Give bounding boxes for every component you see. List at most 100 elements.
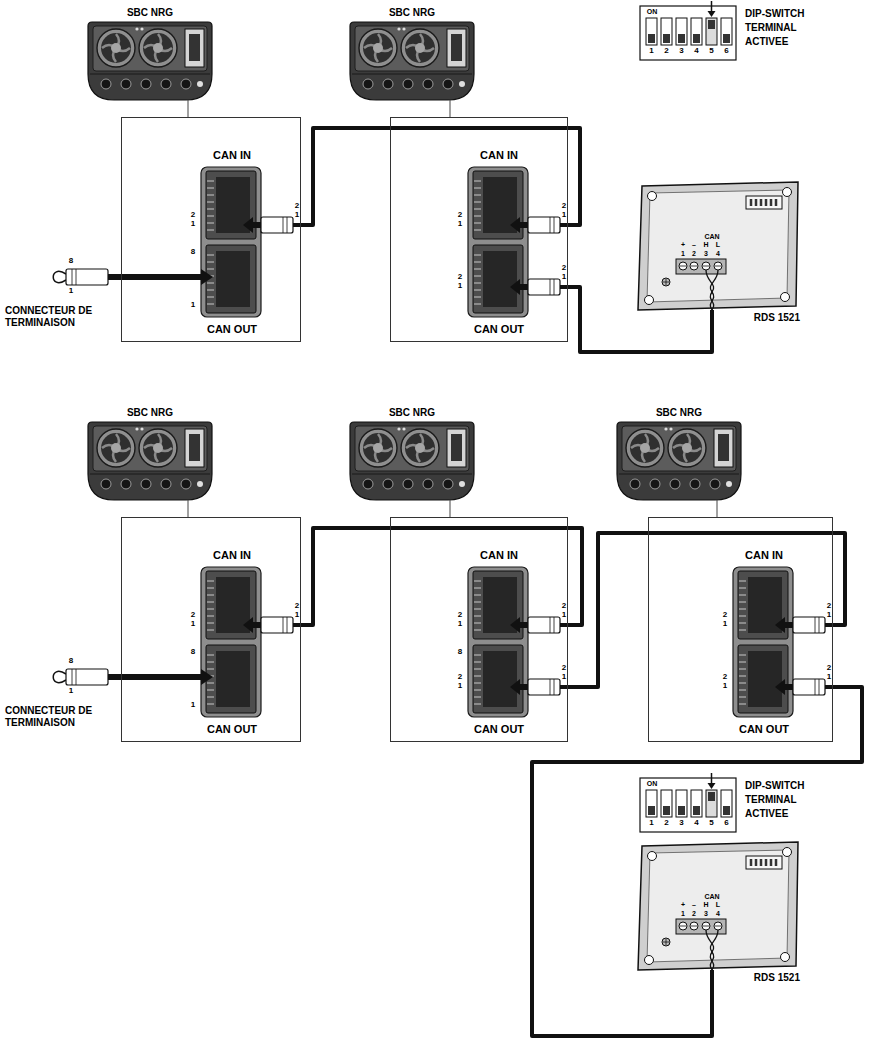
pin-number: 2 — [723, 673, 727, 682]
terminal-label: L — [716, 241, 720, 249]
unit-heading: SBC NRG — [127, 7, 173, 19]
pin-number: 2 — [295, 202, 299, 211]
pin-number: 8 — [69, 657, 73, 666]
pin-number: 2 — [458, 211, 462, 220]
sbc-unit: SBC NRG — [88, 22, 212, 100]
port-label: CAN OUT — [207, 323, 257, 336]
pin-number: 2 — [562, 202, 566, 211]
can-panel: CAN INCAN OUT — [390, 517, 568, 742]
pin-number: 2 — [723, 611, 727, 620]
pin-number: 8 — [458, 648, 462, 657]
board-heading: RDS 1521 — [754, 312, 800, 324]
terminal-label: 2 — [692, 250, 696, 258]
terminal-label: CAN — [704, 893, 719, 901]
sbc-unit: SBC NRG — [617, 422, 741, 500]
can-jack-block — [201, 167, 261, 317]
pin-number: 2 — [562, 664, 566, 673]
switch-number: 1 — [649, 819, 653, 828]
switch-number: 6 — [724, 819, 728, 828]
pin-number: 1 — [827, 611, 831, 620]
pin-number: 1 — [191, 701, 195, 710]
can-panel: CAN INCAN OUT — [648, 517, 833, 742]
switch-number: 2 — [664, 819, 668, 828]
pin-number: 1 — [562, 211, 566, 220]
port-label: CAN IN — [480, 149, 518, 162]
pin-number: 2 — [191, 611, 195, 620]
pin-number: 1 — [295, 611, 299, 620]
terminal-board-drawing — [638, 842, 798, 970]
switch-label: ON — [647, 780, 658, 788]
switch-number: 2 — [664, 47, 668, 56]
can-cable — [301, 528, 582, 625]
terminal-label: L — [716, 901, 720, 909]
link-line — [717, 500, 718, 517]
terminal-label: 3 — [704, 250, 708, 258]
pin-number: 1 — [191, 220, 195, 229]
pin-number: 1 — [458, 282, 462, 291]
terminal-label: – — [692, 241, 696, 249]
terminal-label: 4 — [716, 910, 720, 918]
can-jack-block — [468, 567, 528, 717]
part-label: CONNECTEUR DE TERMINAISON — [5, 705, 123, 729]
part-label: CONNECTEUR DE TERMINAISON — [5, 305, 123, 329]
terminal-label: CAN — [704, 233, 719, 241]
pin-number: 2 — [562, 264, 566, 273]
switch-number: 5 — [709, 819, 713, 828]
dip-switch-drawing — [640, 773, 736, 832]
unit-heading: SBC NRG — [656, 407, 702, 419]
unit-heading: SBC NRG — [389, 7, 435, 19]
callout-heading: DIP-SWITCH TERMINAL ACTIVEE — [745, 779, 823, 821]
terminal-label: + — [681, 241, 685, 249]
can-jack-block — [201, 567, 261, 717]
sbc-unit-drawing — [617, 422, 741, 500]
link-line — [450, 500, 451, 517]
port-label: CAN IN — [213, 149, 251, 162]
pin-number: 2 — [191, 211, 195, 220]
can-panel: CAN IN CAN OUT — [121, 517, 301, 742]
terminal-label: 3 — [704, 910, 708, 918]
pin-number: 2 — [458, 611, 462, 620]
switch-number: 3 — [679, 47, 683, 56]
switch-number: 5 — [709, 47, 713, 56]
pin-number: 2 — [458, 273, 462, 282]
board-heading: RDS 1521 — [754, 972, 800, 984]
pin-number: 2 — [295, 602, 299, 611]
can-cable — [568, 287, 712, 352]
sbc-unit: SBC NRG — [350, 422, 474, 500]
dip-switch-drawing — [640, 1, 736, 60]
link-line — [188, 500, 189, 517]
sbc-unit-drawing — [88, 422, 212, 500]
terminal-label: 4 — [716, 250, 720, 258]
pin-number: 8 — [191, 248, 195, 257]
pin-number: 2 — [827, 664, 831, 673]
termination-plug — [53, 269, 213, 285]
terminal-label: H — [703, 241, 708, 249]
terminal-label: – — [692, 901, 696, 909]
switch-number: 3 — [679, 819, 683, 828]
pin-number: 1 — [295, 211, 299, 220]
pin-number: 8 — [191, 648, 195, 657]
can-jack-block — [468, 167, 528, 317]
port-label: CAN OUT — [207, 723, 257, 736]
pin-number: 1 — [458, 620, 462, 629]
pin-number: 1 — [458, 220, 462, 229]
port-label: CAN OUT — [474, 723, 524, 736]
pin-number: 1 — [723, 682, 727, 691]
terminal-label: H — [703, 901, 708, 909]
terminal-label: + — [681, 901, 685, 909]
sbc-unit: SBC NRG — [88, 422, 212, 500]
callout-heading: DIP-SWITCH TERMINAL ACTIVEE — [745, 7, 823, 49]
sbc-unit-drawing — [350, 422, 474, 500]
sbc-unit: SBC NRG — [350, 22, 474, 100]
switch-number: 6 — [724, 47, 728, 56]
pin-number: 1 — [562, 611, 566, 620]
terminal-label: 1 — [681, 250, 685, 258]
port-label: CAN IN — [213, 549, 251, 562]
can-panel: CAN IN CAN OUT — [121, 117, 301, 342]
connectors — [188, 100, 862, 1036]
unit-heading: SBC NRG — [127, 407, 173, 419]
terminal-label: 2 — [692, 910, 696, 918]
terminal-board-drawing — [638, 182, 798, 310]
